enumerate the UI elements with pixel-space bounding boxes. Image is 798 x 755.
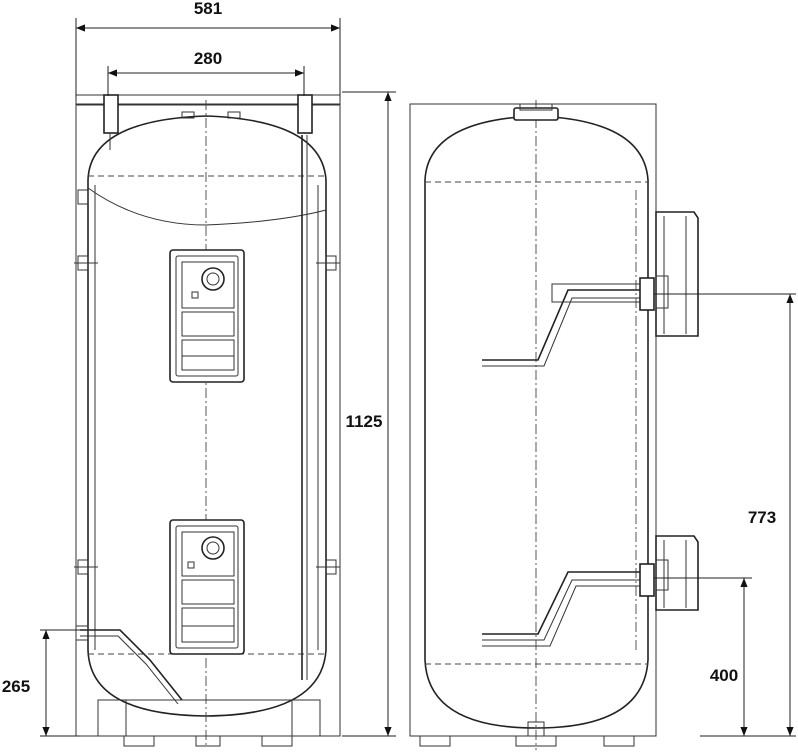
side-base [419,721,635,747]
left-bracket [103,94,119,134]
dim-overall-width: 581 [194,0,222,18]
front-base [97,699,321,747]
side-lower-box [655,535,699,611]
side-tank-body [424,115,649,729]
dim-lower-coil-height: 400 [710,666,738,685]
dimension-lines: 581 280 1125 265 773 400 [2,0,796,737]
dim-overall-height: 1125 [346,412,383,431]
side-upper-box [655,211,699,337]
lower-thermostat-dial [201,536,225,560]
dim-bracket-spacing: 280 [194,49,222,68]
front-tank-body [87,115,327,717]
front-view [74,94,341,747]
dim-lower-connection-height: 265 [2,677,30,696]
upper-thermostat-dial [201,267,225,291]
side-view [409,100,699,750]
lower-control-box [169,519,245,655]
right-bracket [297,94,313,134]
drain-pipe [75,625,183,705]
upper-control-box [169,249,245,383]
dim-upper-coil-height: 773 [748,508,776,527]
lower-heating-element [482,563,655,647]
side-clips [74,189,340,575]
